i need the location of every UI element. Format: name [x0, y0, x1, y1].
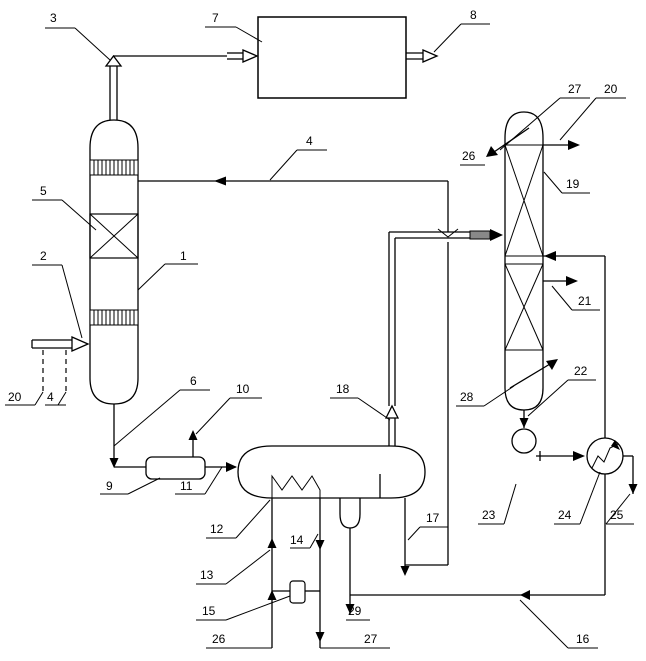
label-15: 15 — [202, 604, 216, 618]
label-1: 1 — [180, 249, 187, 263]
label-12: 12 — [210, 522, 224, 536]
label-4-top: 4 — [306, 134, 313, 148]
unit-7 — [258, 17, 406, 98]
label-26-bottom: 26 — [212, 632, 226, 646]
label-14: 14 — [290, 533, 304, 547]
label-24: 24 — [558, 508, 572, 522]
overhead-gas-line — [106, 50, 257, 120]
label-7: 7 — [212, 11, 219, 25]
label-25: 25 — [610, 508, 624, 522]
label-4-bottom: 4 — [47, 390, 54, 404]
label-28: 28 — [460, 390, 474, 404]
label-21: 21 — [578, 294, 592, 308]
label-17: 17 — [426, 511, 440, 525]
label-2: 2 — [40, 249, 47, 263]
label-8: 8 — [470, 8, 477, 22]
label-20-right: 20 — [604, 82, 618, 96]
label-11: 11 — [180, 479, 193, 493]
feed-inlet-2 — [32, 337, 88, 392]
heater-9 — [146, 457, 205, 479]
label-27-top: 27 — [568, 82, 582, 96]
label-5: 5 — [40, 184, 47, 198]
column-19 — [505, 112, 543, 410]
label-29: 29 — [348, 604, 362, 618]
label-16: 16 — [576, 632, 590, 646]
drum-outlets — [268, 498, 410, 648]
label-13: 13 — [200, 568, 214, 582]
product-outlet-8 — [406, 50, 437, 62]
label-26-top: 26 — [462, 149, 476, 163]
label-23: 23 — [482, 508, 496, 522]
label-6: 6 — [190, 374, 197, 388]
column-1 — [90, 120, 138, 404]
label-22: 22 — [574, 364, 588, 378]
pump-23 — [512, 429, 536, 453]
recycle-line-4 — [138, 177, 448, 566]
label-3: 3 — [50, 11, 57, 25]
label-19: 19 — [566, 177, 580, 191]
label-9: 9 — [106, 479, 113, 493]
line-16 — [350, 474, 605, 600]
vapor-line-18 — [386, 229, 503, 446]
pump-discharge — [536, 451, 585, 461]
label-27-bottom: 27 — [364, 632, 378, 646]
label-18: 18 — [336, 382, 350, 396]
label-20-left: 20 — [8, 390, 22, 404]
label-10: 10 — [236, 382, 250, 396]
reference-labels: 1 2 3 4 4 5 6 7 8 9 10 11 12 13 14 15 16… — [8, 8, 624, 646]
drum-12 — [238, 446, 425, 528]
